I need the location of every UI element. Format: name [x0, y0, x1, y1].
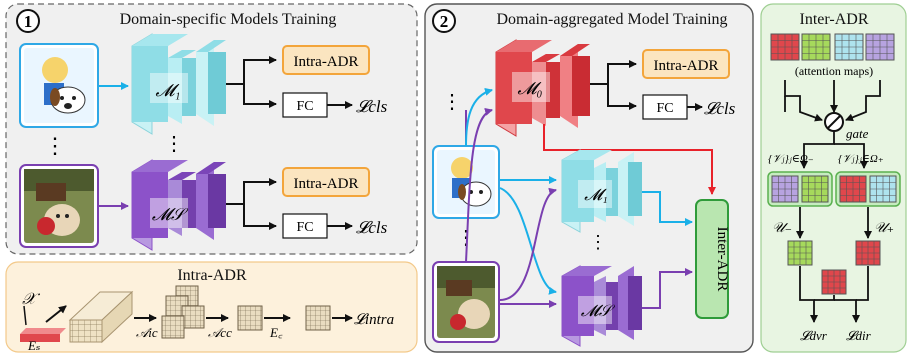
panel-3-title: Domain-aggregated Model Training — [496, 11, 727, 28]
loss-cls-m0: 𝓛cls — [704, 99, 736, 118]
fc-label-bottom: FC — [296, 220, 313, 235]
loss-intra: 𝓛intra — [354, 312, 394, 328]
loss-cls-top: 𝓛cls — [356, 97, 388, 116]
encoded-map — [305, 305, 331, 331]
fc-box-top — [282, 92, 328, 118]
v-plus-label: {𝒱ⱼ}ⱼ∈Ω₊ — [838, 153, 884, 165]
input-tensor — [20, 334, 60, 342]
ms-label-bottom: 𝓜𝒮 — [152, 205, 189, 224]
intra-adr-label-m0: Intra-ADR — [654, 58, 719, 74]
model-ms-aggregated — [561, 265, 642, 347]
loss-dir: 𝓛dir — [846, 328, 872, 343]
step-two-number: 2 — [440, 12, 449, 31]
aic-label: 𝒜ic — [136, 325, 158, 340]
fc-label-top: FC — [296, 99, 313, 114]
loss-dvr: 𝓛dvr — [800, 328, 828, 343]
u-minus-label: 𝒰₋ — [772, 221, 792, 236]
gate-label: gate — [846, 126, 869, 141]
feature-cube — [69, 319, 103, 343]
panel-inter-adr: Inter-ADR (attention maps) gate {𝒱ⱼ}ⱼ∈Ω₋… — [760, 3, 907, 353]
m1-label-top: 𝓜₁ — [156, 81, 181, 100]
attention-maps-stack — [161, 315, 185, 339]
domain-ellipsis: ⋮ — [44, 133, 66, 158]
panel-domain-specific: 1 Domain-specific Models Training ⋮ — [5, 3, 418, 255]
attention-maps-caption: (attention maps) — [795, 64, 873, 78]
panel-domain-aggregated: 2 Domain-aggregated Model Training 𝓜₀ In… — [424, 3, 754, 353]
step-one-badge — [16, 9, 40, 33]
loss-cls-bottom: 𝓛cls — [356, 218, 388, 237]
inter-adr-label: Inter-ADR — [714, 227, 730, 292]
intra-adr-label-top: Intra-ADR — [294, 54, 359, 70]
fc-box-m0 — [642, 94, 688, 120]
panel-1-title: Domain-specific Models Training — [120, 11, 337, 28]
acc-label: 𝒜cc — [208, 325, 232, 340]
step-one-number: 1 — [24, 12, 33, 31]
step-two-badge — [432, 9, 456, 33]
m1-label-aggregated: 𝓜₁ — [584, 187, 607, 204]
v-minus-label: {𝒱ⱼ}ⱼ∈Ω₋ — [768, 153, 814, 165]
model-m1-aggregated — [561, 149, 642, 233]
intra-adr-box-m0 — [642, 49, 730, 79]
ms-label-aggregated: 𝓜𝒮 — [581, 303, 616, 320]
panel-intra-adr: Intra-ADR 𝒳 Eₛ 𝒜ic 𝒜cc E꜀ 𝓛intra — [5, 261, 418, 353]
panel-2-title: Intra-ADR — [177, 267, 247, 284]
fc-label-m0: FC — [656, 101, 673, 116]
panel-4-title: Inter-ADR — [800, 11, 869, 28]
model-ellipsis: ⋮ — [164, 133, 184, 155]
attention-maps-row — [770, 33, 895, 61]
channel-map — [237, 305, 263, 331]
model-m0 — [495, 39, 590, 137]
m0-label: 𝓜₀ — [518, 79, 543, 98]
fc-box-bottom — [282, 213, 328, 239]
intra-adr-label-bottom: Intra-ADR — [294, 176, 359, 192]
model-m1-top — [131, 33, 226, 135]
intra-adr-box-bottom — [282, 167, 370, 197]
model-ms-bottom — [131, 159, 226, 251]
top-ellipsis: ⋮ — [442, 91, 462, 113]
es-label: Eₛ — [27, 338, 40, 353]
intra-adr-box-top — [282, 45, 370, 75]
models-ellipsis: ⋮ — [589, 232, 607, 252]
inter-adr-box — [695, 199, 729, 319]
ec-label: E꜀ — [269, 325, 283, 340]
u-plus-label: 𝒰₊ — [874, 221, 894, 236]
images-ellipsis: ⋮ — [456, 227, 476, 249]
